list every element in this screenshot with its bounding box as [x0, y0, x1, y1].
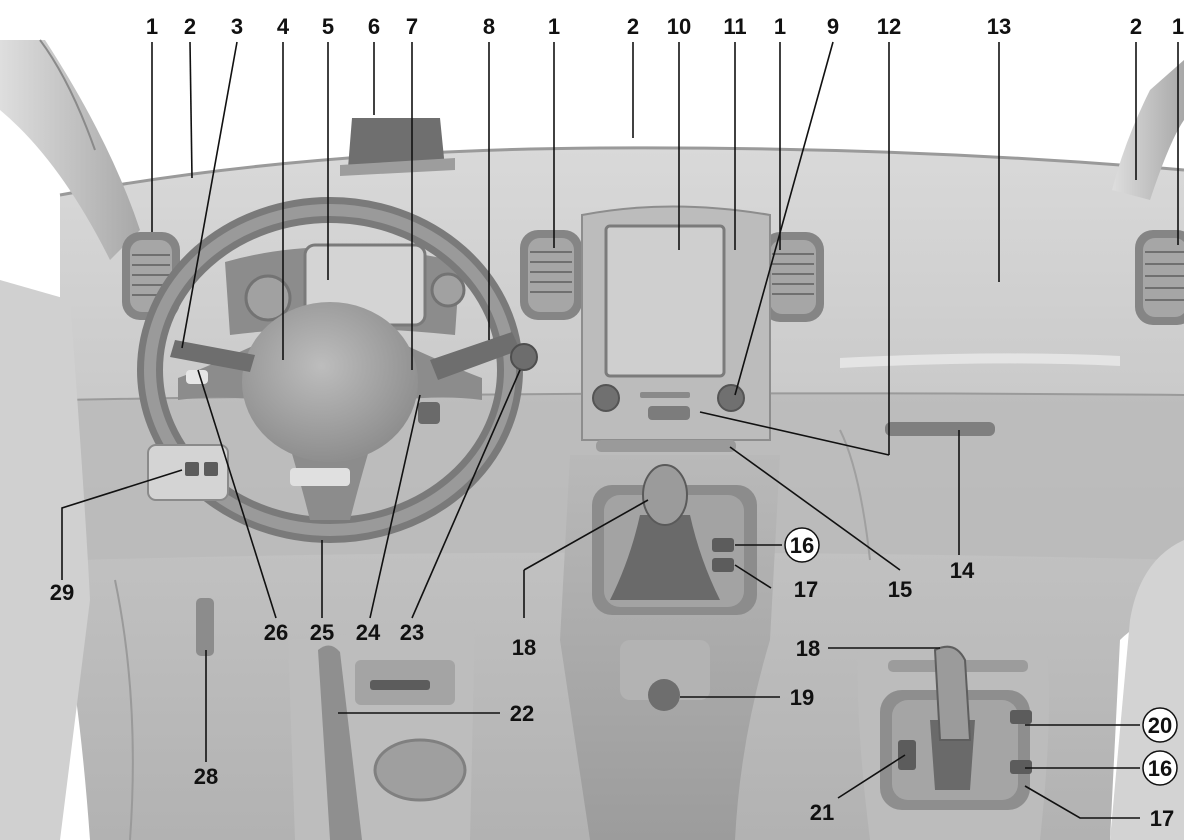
callout-25: 25: [310, 620, 334, 645]
socket: [648, 679, 680, 711]
callout-2-left: 2: [184, 14, 196, 39]
callout-18-automatic: 18: [796, 636, 820, 661]
callout-1-center-right-vent: 1: [774, 14, 786, 39]
hazard-switch: [648, 406, 690, 420]
center-console: [560, 455, 780, 840]
callout-13: 13: [987, 14, 1011, 39]
callout-3: 3: [231, 14, 243, 39]
callout-20: 20: [1148, 713, 1172, 738]
callout-17-automatic: 17: [1150, 806, 1174, 831]
callout-29: 29: [50, 580, 74, 605]
callout-9: 9: [827, 14, 839, 39]
bonnet-release: [196, 598, 214, 656]
callout-12: 12: [877, 14, 901, 39]
callout-24: 24: [356, 620, 381, 645]
callout-18-manual: 18: [512, 635, 536, 660]
windshield: [95, 70, 1120, 150]
air-vent-center-right: [762, 232, 824, 322]
gear-lever: [642, 464, 688, 526]
callout-23: 23: [400, 620, 424, 645]
left-a-pillar: [0, 40, 140, 260]
callout-6: 6: [368, 14, 380, 39]
callout-22: 22: [510, 701, 534, 726]
callout-2-right: 2: [1130, 14, 1142, 39]
callout-5: 5: [322, 14, 334, 39]
left-door-panel: [0, 280, 90, 840]
callout-21: 21: [810, 800, 834, 825]
callout-14: 14: [950, 558, 975, 583]
center-stack: [581, 205, 771, 452]
right-a-pillar: [1112, 60, 1184, 200]
callout-16-manual: 16: [790, 533, 814, 558]
callout-1-center-left-vent: 1: [548, 14, 560, 39]
callout-4: 4: [277, 14, 290, 39]
climate-controls: [596, 440, 736, 452]
callout-17-manual: 17: [794, 577, 818, 602]
head-up-display: [348, 118, 445, 168]
leader-lines: [61, 41, 1179, 819]
callout-7: 7: [406, 14, 418, 39]
callout-19: 19: [790, 685, 814, 710]
callout-26: 26: [264, 620, 288, 645]
automatic-gear-lever: [933, 645, 972, 741]
volume-knob: [592, 384, 620, 412]
callout-1-passenger-vent: 1: [1172, 14, 1184, 39]
air-vent-center-left: [520, 230, 582, 320]
callout-8: 8: [483, 14, 495, 39]
steering-wheel-hub: [242, 302, 418, 462]
glovebox-handle: [885, 422, 995, 436]
callout-labels: 1 2 3 4 5 6 7 8 1 2 10 11 1 9 12 13 2 1 …: [50, 14, 1184, 831]
right-stalk: [430, 332, 520, 380]
touchscreen: [604, 224, 726, 378]
callout-1-driver-vent: 1: [146, 14, 158, 39]
inset-cup-holder: [288, 622, 475, 840]
callout-15: 15: [888, 577, 912, 602]
passenger-trim: [840, 353, 1120, 368]
left-stalk: [170, 340, 255, 372]
inset-automatic-gearbox: [857, 640, 1049, 840]
callout-16-automatic: 16: [1148, 756, 1172, 781]
start-button: [510, 343, 538, 371]
steering-wheel: [137, 197, 523, 543]
tuning-knob: [717, 384, 745, 412]
air-vent-right: [1135, 230, 1184, 325]
callout-28: 28: [194, 764, 218, 789]
callout-11: 11: [723, 14, 746, 39]
callout-10: 10: [667, 14, 691, 39]
callout-2-center: 2: [627, 14, 639, 39]
